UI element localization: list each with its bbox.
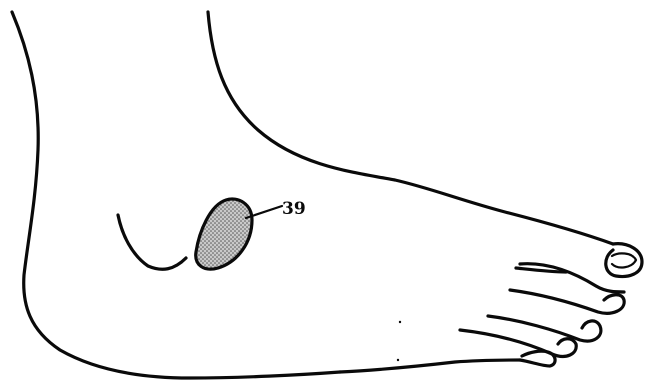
callout-label: 39 <box>282 199 306 219</box>
fourth-toe-outline <box>460 330 576 356</box>
foot-top-outline <box>208 12 613 244</box>
sole-outline <box>340 360 520 372</box>
big-toe-nail <box>612 253 636 267</box>
stray-mark <box>399 321 401 323</box>
second-toe-outline <box>510 290 624 313</box>
little-toe-outline <box>520 351 555 366</box>
big-toe-underside <box>520 264 624 292</box>
acupoint-marker <box>196 199 252 269</box>
ankle-bone-curve <box>118 215 186 269</box>
stray-mark <box>397 359 399 361</box>
heel-back-outline <box>12 12 340 378</box>
